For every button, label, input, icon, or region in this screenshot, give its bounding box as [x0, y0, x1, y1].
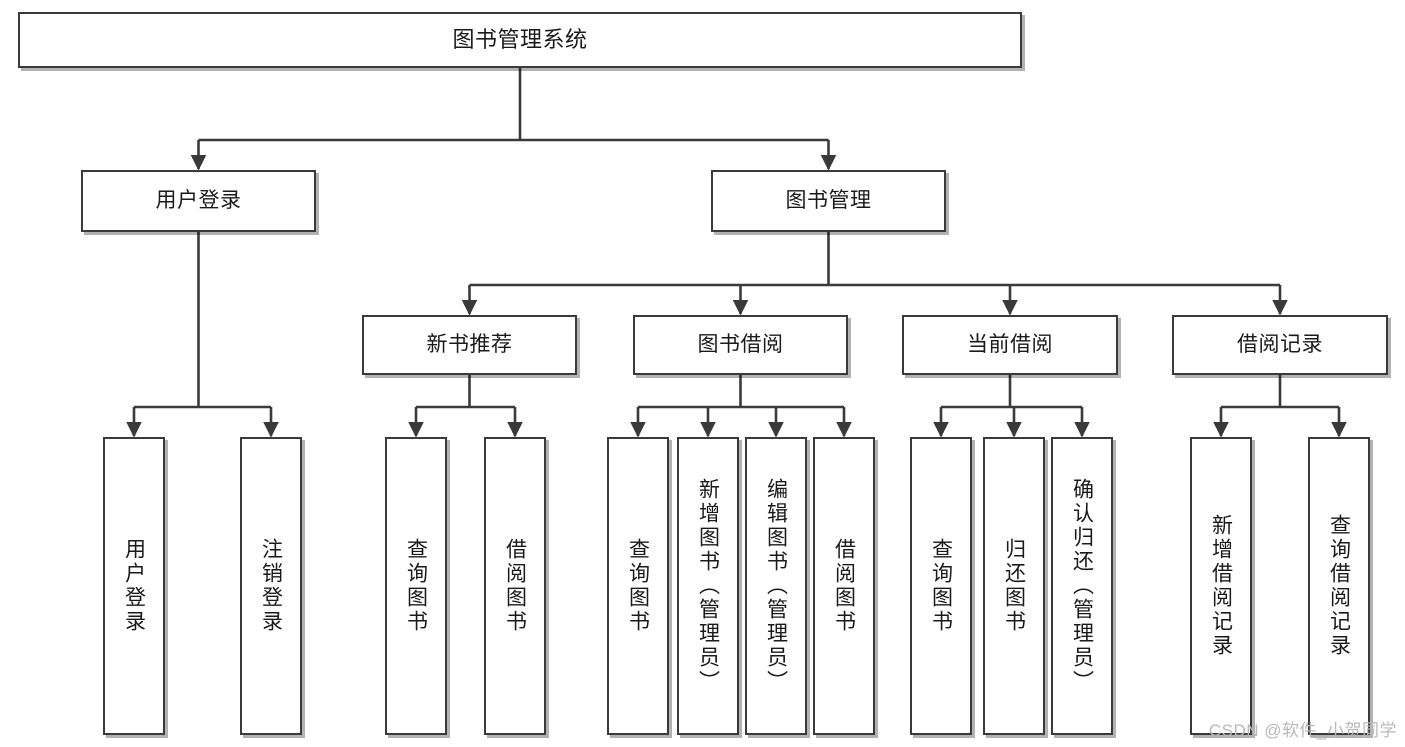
node-current-borrow[interactable]: 当前借阅: [902, 315, 1118, 375]
node-leaf-record-add[interactable]: 新增借阅记录: [1190, 437, 1252, 735]
node-label: 新增图书（管理员）: [696, 478, 720, 694]
node-label: 借阅记录: [1237, 332, 1323, 356]
node-root[interactable]: 图书管理系统: [18, 12, 1022, 68]
node-label: 用户登录: [155, 188, 242, 212]
node-label: 查询图书: [929, 538, 953, 634]
node-label: 用户登录: [122, 538, 146, 634]
node-label: 注销登录: [259, 538, 283, 634]
node-label: 查询图书: [404, 538, 428, 634]
node-label: 查询借阅记录: [1327, 514, 1351, 658]
node-label: 查询图书: [626, 538, 650, 634]
node-leaf-rec-borrow-book[interactable]: 借阅图书: [484, 437, 546, 735]
node-label: 新增借阅记录: [1209, 514, 1233, 658]
watermark: CSDN @软件_小贺同学: [1208, 721, 1397, 740]
node-leaf-borrow-edit-book[interactable]: 编辑图书（管理员）: [745, 437, 807, 735]
node-leaf-borrow-query-book[interactable]: 查询图书: [607, 437, 669, 735]
node-label: 借阅图书: [503, 538, 527, 634]
node-user-login[interactable]: 用户登录: [81, 170, 316, 232]
node-label: 当前借阅: [967, 332, 1053, 356]
node-book-manage[interactable]: 图书管理: [711, 170, 946, 232]
node-new-book-recommend[interactable]: 新书推荐: [362, 315, 577, 375]
node-label: 归还图书: [1002, 538, 1026, 634]
node-leaf-borrow-borrow-book[interactable]: 借阅图书: [813, 437, 875, 735]
node-leaf-rec-query-book[interactable]: 查询图书: [385, 437, 447, 735]
node-label: 图书管理系统: [452, 27, 588, 53]
node-leaf-record-query[interactable]: 查询借阅记录: [1308, 437, 1370, 735]
node-book-borrow[interactable]: 图书借阅: [633, 315, 848, 375]
node-borrow-record[interactable]: 借阅记录: [1172, 315, 1388, 375]
node-leaf-user-login[interactable]: 用户登录: [103, 437, 165, 735]
node-label: 新书推荐: [426, 332, 513, 356]
node-label: 借阅图书: [832, 538, 856, 634]
node-leaf-user-logout[interactable]: 注销登录: [240, 437, 302, 735]
node-leaf-borrow-add-book[interactable]: 新增图书（管理员）: [677, 437, 739, 735]
node-label: 编辑图书（管理员）: [764, 478, 788, 694]
node-label: 图书借阅: [697, 332, 784, 356]
node-leaf-current-confirm-return[interactable]: 确认归还（管理员）: [1051, 437, 1113, 735]
node-label: 图书管理: [785, 188, 872, 212]
node-leaf-current-return-book[interactable]: 归还图书: [983, 437, 1045, 735]
node-label: 确认归还（管理员）: [1070, 478, 1094, 694]
node-leaf-current-query-book[interactable]: 查询图书: [910, 437, 972, 735]
